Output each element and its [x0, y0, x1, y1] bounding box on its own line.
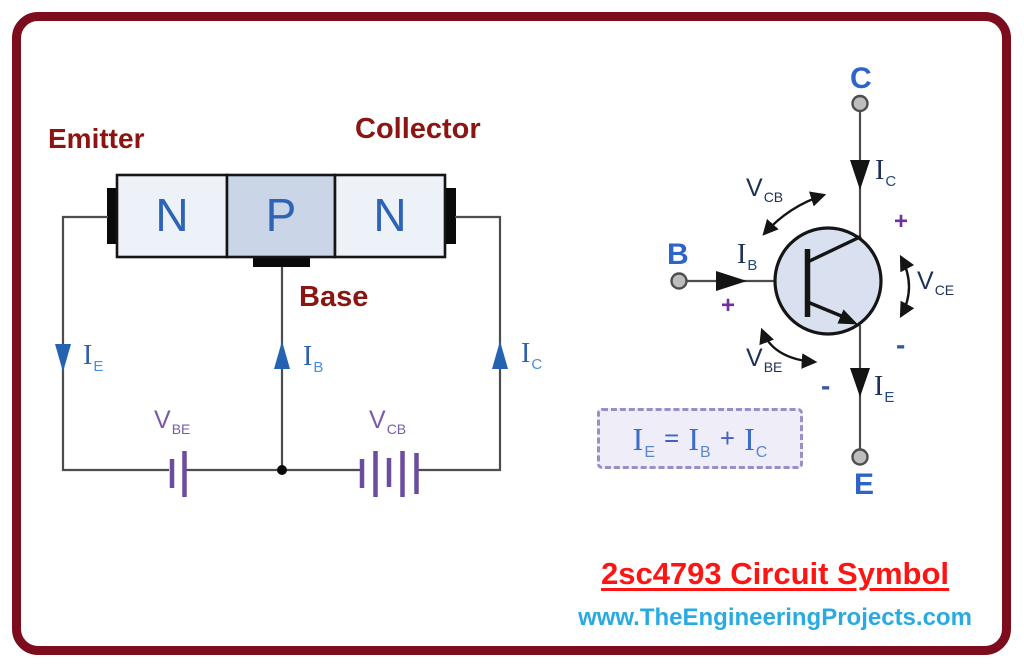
- equation-equals: =: [664, 423, 680, 453]
- equation-ib: IB: [688, 420, 711, 461]
- plus-collector-sign: +: [894, 208, 909, 235]
- equation-ic: IC: [744, 420, 768, 461]
- collector-electrode: [445, 188, 456, 244]
- emitter-inner-line: [806, 300, 846, 320]
- p-region-base: [225, 173, 337, 259]
- vbe-symbol-label: VBE: [746, 344, 783, 375]
- ie-symbol-label: IE: [874, 371, 895, 406]
- n-region-letter-emitter: N: [155, 189, 189, 241]
- terminal-b-label: B: [667, 238, 689, 271]
- npn-block-diagram: [55, 173, 508, 497]
- minus-emitter-sign: -: [821, 370, 831, 401]
- emitter-label: Emitter: [48, 123, 145, 154]
- collector-label: Collector: [355, 113, 481, 145]
- junction-dot: [277, 465, 287, 475]
- minus-collector-sign: -: [896, 329, 906, 360]
- ib-arrow-up: [274, 341, 290, 369]
- vce-symbol-label: VCE: [917, 267, 955, 298]
- vcb-arc-arrow: [762, 191, 827, 236]
- vbe-voltage-label: VBE: [154, 406, 191, 437]
- ic-arrow-down: [850, 160, 870, 190]
- equation-plus: +: [719, 423, 736, 453]
- ic-symbol-label: IC: [875, 155, 897, 190]
- n-region-letter-collector: N: [373, 189, 407, 241]
- current-equation-box: IE = IB + IC: [597, 408, 803, 469]
- ie-arrow-down: [850, 368, 870, 397]
- p-region-letter: P: [265, 189, 297, 241]
- emitter-electrode: [107, 188, 118, 244]
- equation-ie: IE: [632, 420, 655, 461]
- vcb-symbol-label: VCB: [746, 174, 784, 205]
- terminal-b: [670, 272, 688, 290]
- ic-arrow-up: [492, 341, 508, 369]
- transistor-symbol: [670, 94, 915, 466]
- ie-arrow-down: [55, 344, 71, 372]
- vbe-arc-arrow: [759, 327, 818, 369]
- plus-base-sign: +: [721, 292, 736, 319]
- battery-vbe: [169, 451, 187, 497]
- ib-symbol-label: IB: [737, 239, 758, 274]
- base-electrode: [253, 256, 310, 267]
- terminal-c: [851, 94, 869, 113]
- ib-arrowhead: [716, 271, 747, 291]
- battery-vcb: [359, 451, 419, 497]
- transistor-circle: [773, 226, 883, 336]
- page-title: 2sc4793 Circuit Symbol: [600, 556, 950, 591]
- n-region-collector: [333, 173, 447, 259]
- terminal-e: [851, 448, 869, 466]
- website-url: www.TheEngineeringProjects.com: [578, 604, 972, 631]
- collector-inner-line: [806, 234, 862, 264]
- image-border-frame: [12, 12, 1011, 655]
- vcb-voltage-label: VCB: [369, 406, 407, 437]
- base-label: Base: [299, 281, 369, 313]
- vce-arc-arrow: [899, 254, 915, 319]
- terminal-e-label: E: [854, 468, 875, 501]
- emitter-wire: [61, 215, 169, 472]
- ie-current-label: IE: [83, 340, 104, 375]
- ic-current-label: IC: [521, 338, 543, 373]
- ib-current-label: IB: [303, 341, 324, 376]
- terminal-c-label: C: [850, 62, 872, 95]
- emitter-arrowhead: [837, 309, 858, 325]
